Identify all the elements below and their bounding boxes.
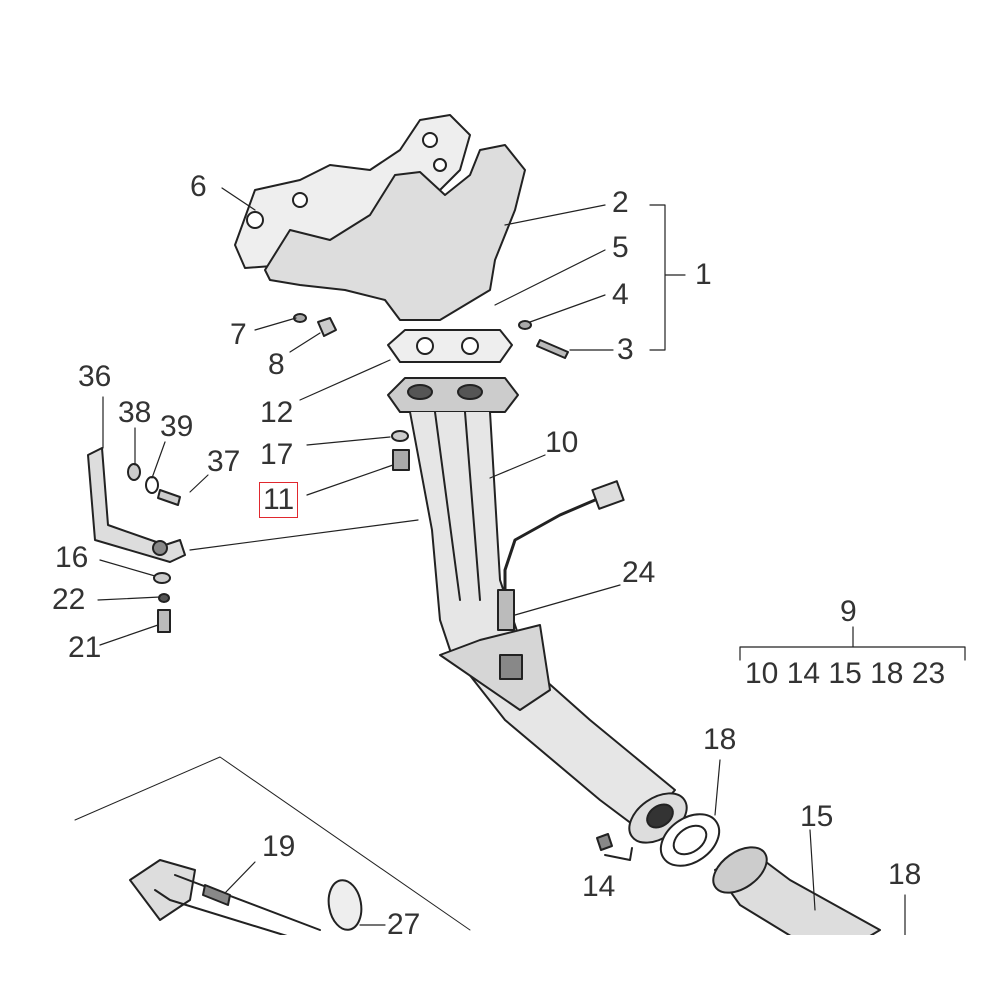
exhaust-manifold: [264, 144, 526, 321]
flange-gasket: [387, 329, 513, 363]
callout-36: 36: [78, 360, 112, 393]
callout-15: 15: [800, 800, 834, 833]
callout-39: 39: [160, 410, 194, 443]
callout-17: 17: [260, 438, 294, 471]
rear-pipe-flange: [129, 859, 196, 921]
callout-21: 21: [68, 631, 102, 664]
callout-38: 38: [118, 396, 152, 429]
front-pipe: [409, 411, 676, 831]
callout-6: 6: [190, 170, 207, 203]
callout-9: 9: [840, 595, 857, 628]
bottom-margin: [0, 935, 1000, 1000]
bracket: [87, 447, 186, 563]
callout-11-highlighted[interactable]: 11: [259, 482, 299, 518]
callout-22: 22: [52, 583, 86, 616]
callout-3: 3: [617, 333, 634, 366]
callout-8: 8: [268, 348, 285, 381]
callout-37: 37: [207, 445, 241, 478]
callout-16: 16: [55, 541, 89, 574]
callout-10: 10: [545, 426, 579, 459]
callout-4: 4: [612, 278, 629, 311]
callout-27: 27: [387, 908, 421, 941]
callout-5: 5: [612, 231, 629, 264]
callout-24: 24: [622, 556, 656, 589]
callout-2: 2: [612, 186, 629, 219]
callout-1: 1: [695, 258, 712, 291]
callout-18-right: 18: [888, 858, 922, 891]
oxygen-sensor-wire: [503, 498, 597, 612]
callout-7: 7: [230, 318, 247, 351]
callout-14: 14: [582, 870, 616, 903]
kit-9-contents: 10 14 15 18 23: [745, 657, 946, 690]
callout-18: 18: [703, 723, 737, 756]
callout-12: 12: [260, 396, 294, 429]
leader-lines: [97, 187, 966, 936]
callout-19: 19: [262, 830, 296, 863]
front-pipe-flange: [387, 377, 519, 413]
